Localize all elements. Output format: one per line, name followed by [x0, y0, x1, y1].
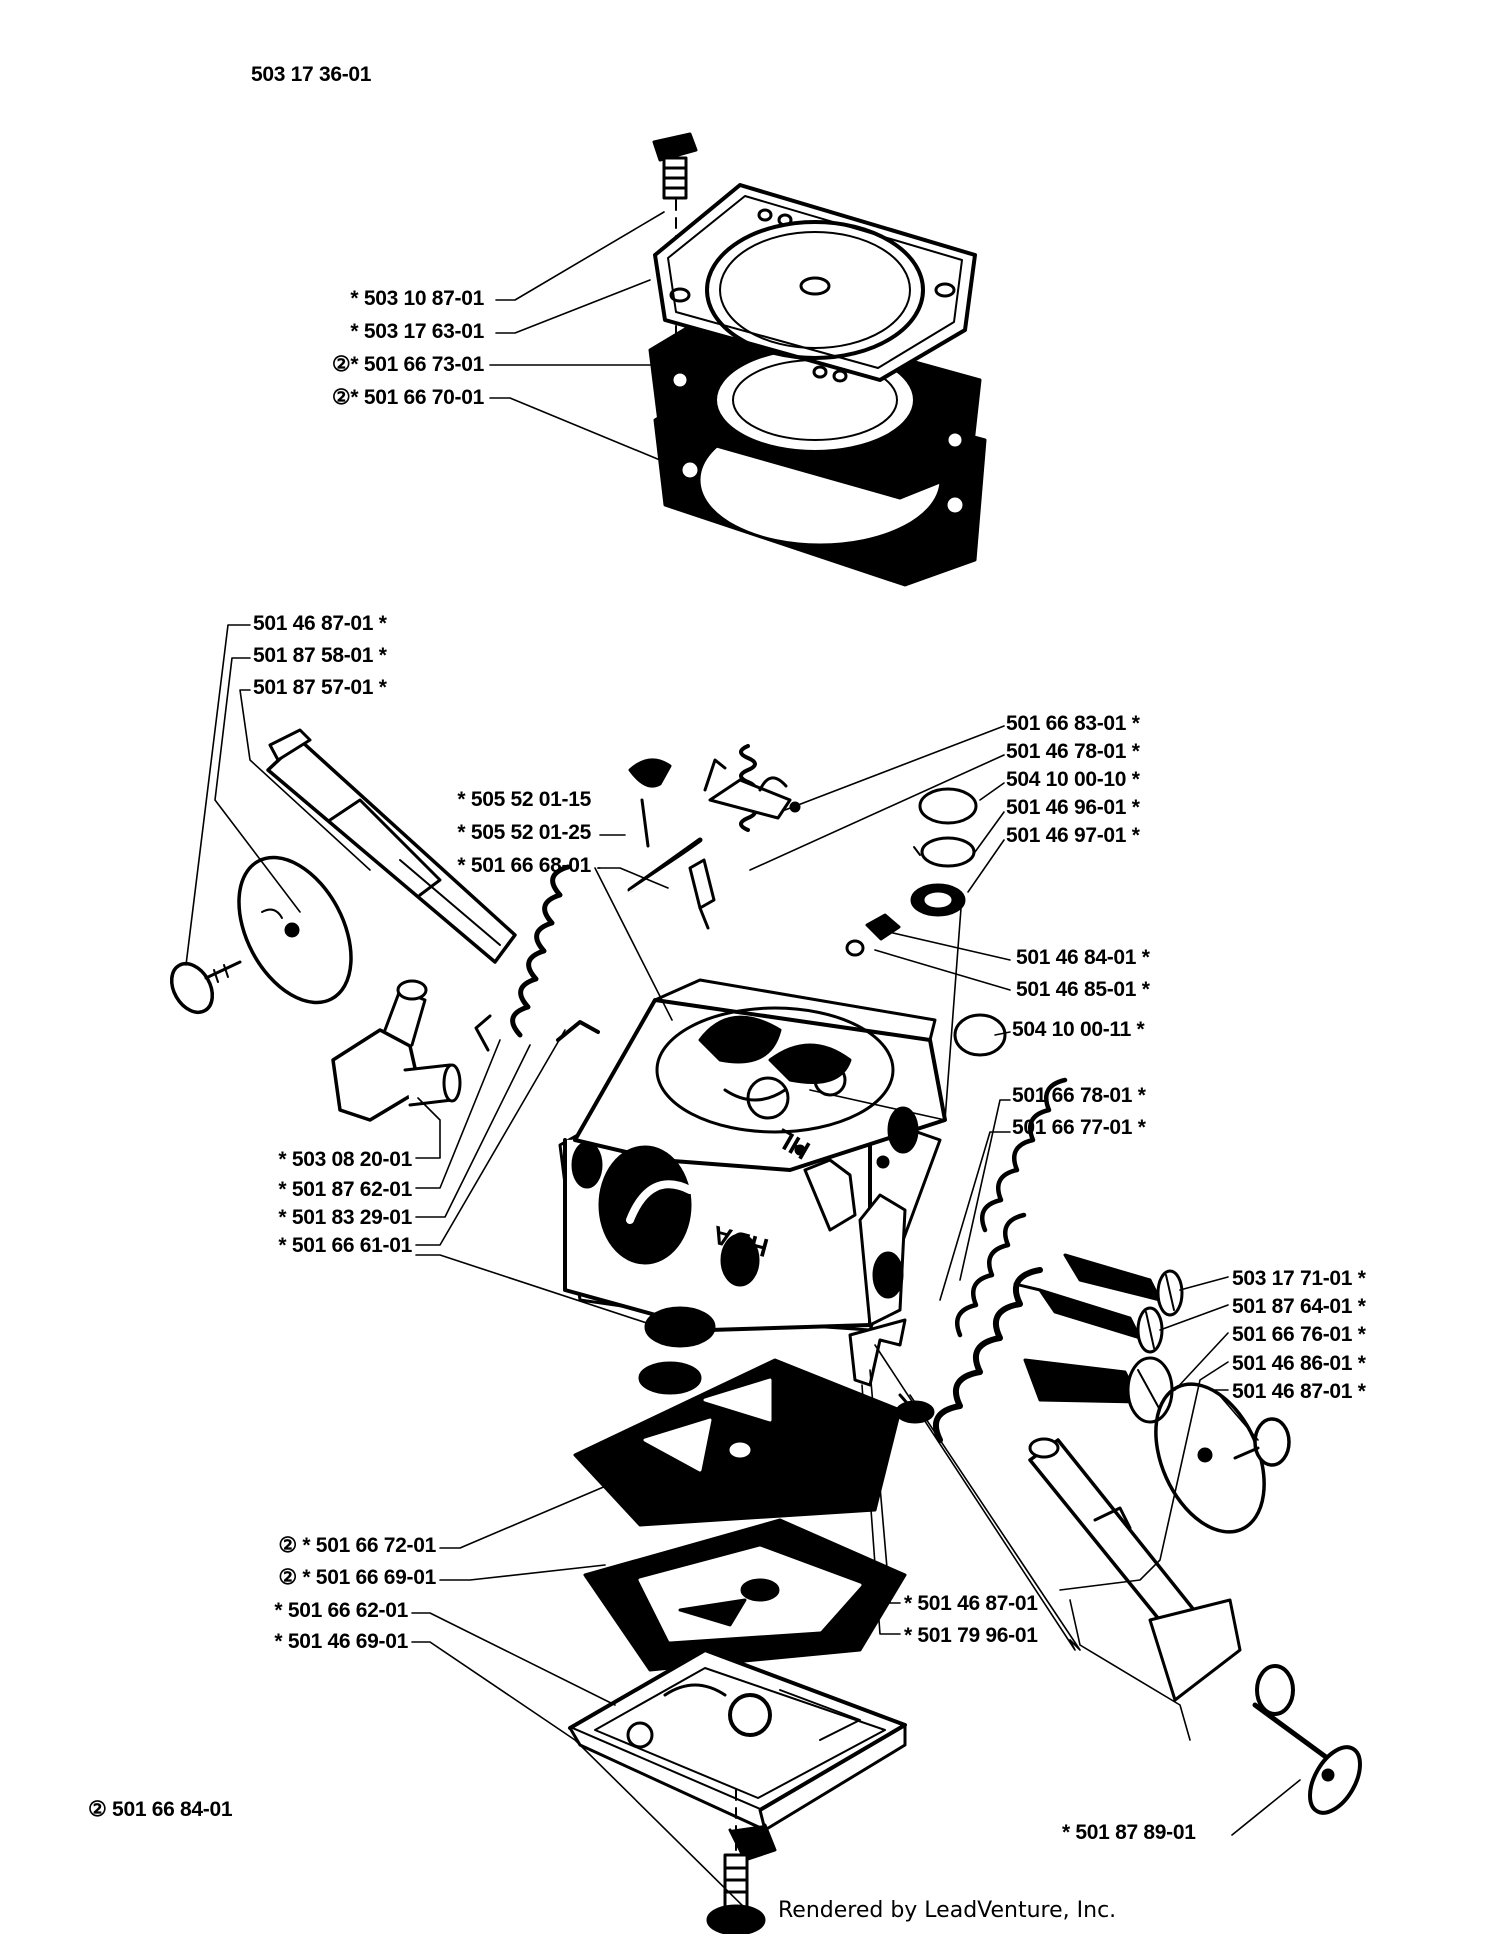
- callout-right-6: 501 46 84-01 *: [1016, 946, 1150, 969]
- callout-bm-2: * 501 79 96-01: [904, 1624, 1038, 1647]
- right-small-parts: [845, 787, 1007, 1057]
- idle-screw-assembly: [980, 1077, 1184, 1317]
- callout-right-8: 504 10 00-11 *: [1012, 1018, 1145, 1041]
- callout-ll-3: * 501 83 29-01: [278, 1206, 412, 1229]
- low-screw-assembly: [955, 1212, 1164, 1354]
- callout-left-3: 501 87 57-01 *: [253, 676, 387, 699]
- metering-gasket: [583, 1518, 907, 1672]
- callout-rr-1: 503 17 71-01 *: [1232, 1267, 1366, 1290]
- callout-bl-4: * 501 46 69-01: [274, 1630, 408, 1653]
- diagram-part-number: 503 17 36-01: [251, 63, 372, 86]
- callout-top-4: ②* 501 66 70-01: [331, 386, 484, 409]
- metering-cover: [568, 1648, 907, 1862]
- throttle-screw-left: [169, 960, 242, 1014]
- throttle-shaft-left: [266, 728, 517, 964]
- leaders-right-lower: [874, 1276, 1301, 1836]
- leaders-top: [489, 211, 671, 461]
- callout-right-3: 504 10 00-10 *: [1006, 768, 1140, 791]
- choke-shaft: [1028, 1437, 1362, 1815]
- callout-rr-5: 501 46 87-01 *: [1232, 1380, 1366, 1403]
- callout-ll-2: * 501 87 62-01: [278, 1178, 412, 1201]
- callout-right-10: 501 66 77-01 *: [1012, 1116, 1146, 1139]
- callout-right-1: 501 66 83-01 *: [1006, 712, 1140, 735]
- callout-rr-2: 501 87 64-01 *: [1232, 1295, 1366, 1318]
- callout-right-4: 501 46 96-01 *: [1006, 796, 1140, 819]
- callout-ll-1: * 503 08 20-01: [278, 1148, 412, 1171]
- render-credit: Rendered by LeadVenture, Inc.: [778, 1898, 1117, 1923]
- callout-rr-4: 501 46 86-01 *: [1232, 1352, 1366, 1375]
- callout-right-2: 501 46 78-01 *: [1006, 740, 1140, 763]
- throttle-valve-left: [237, 855, 353, 1005]
- callout-bl-3: * 501 66 62-01: [274, 1599, 408, 1622]
- callout-bm-1: * 501 46 87-01: [904, 1592, 1038, 1615]
- callout-right-7: 501 46 85-01 *: [1016, 978, 1150, 1001]
- callout-ll-4: * 501 66 61-01: [278, 1234, 412, 1257]
- inlet-needle-parts: [624, 744, 801, 930]
- callout-bl-2: ② * 501 66 69-01: [278, 1566, 436, 1589]
- leaders-lower-left: [415, 1029, 669, 1331]
- high-screw-assembly: [933, 1267, 1174, 1443]
- callout-mid-2: * 505 52 01-25: [457, 821, 591, 844]
- metering-valve-disc: [644, 1306, 716, 1348]
- callout-top-3: ②* 501 66 73-01: [331, 353, 484, 376]
- leaders-bottom-left: [411, 1369, 901, 1916]
- leaders-left: [185, 624, 371, 966]
- callout-mid-3: * 501 66 68-01: [457, 854, 591, 877]
- callout-right-9: 501 66 78-01 *: [1012, 1084, 1146, 1107]
- fuel-inlet-elbow: [331, 979, 462, 1122]
- callout-top-1: * 503 10 87-01: [350, 287, 484, 310]
- pump-cover: [653, 183, 977, 383]
- callout-mid-1: * 505 52 01-15: [457, 788, 591, 811]
- callout-left-2: 501 87 58-01 *: [253, 644, 387, 667]
- throttle-spring: [474, 864, 600, 1052]
- callout-top-2: * 503 17 63-01: [350, 320, 484, 343]
- callout-br-1: * 501 87 89-01: [1062, 1821, 1196, 1844]
- metering-diaphragm: [573, 1358, 902, 1527]
- callout-bl-1: ② * 501 66 72-01: [278, 1534, 436, 1557]
- kit-footnote: ② 501 66 84-01: [88, 1798, 233, 1821]
- callout-left-1: 501 46 87-01 *: [253, 612, 387, 635]
- carburetor-body: HL HDA: [558, 978, 947, 1332]
- callout-right-5: 501 46 97-01 *: [1006, 824, 1140, 847]
- leaders-mid-right: [594, 725, 1011, 1301]
- callout-rr-3: 501 66 76-01 *: [1232, 1323, 1366, 1346]
